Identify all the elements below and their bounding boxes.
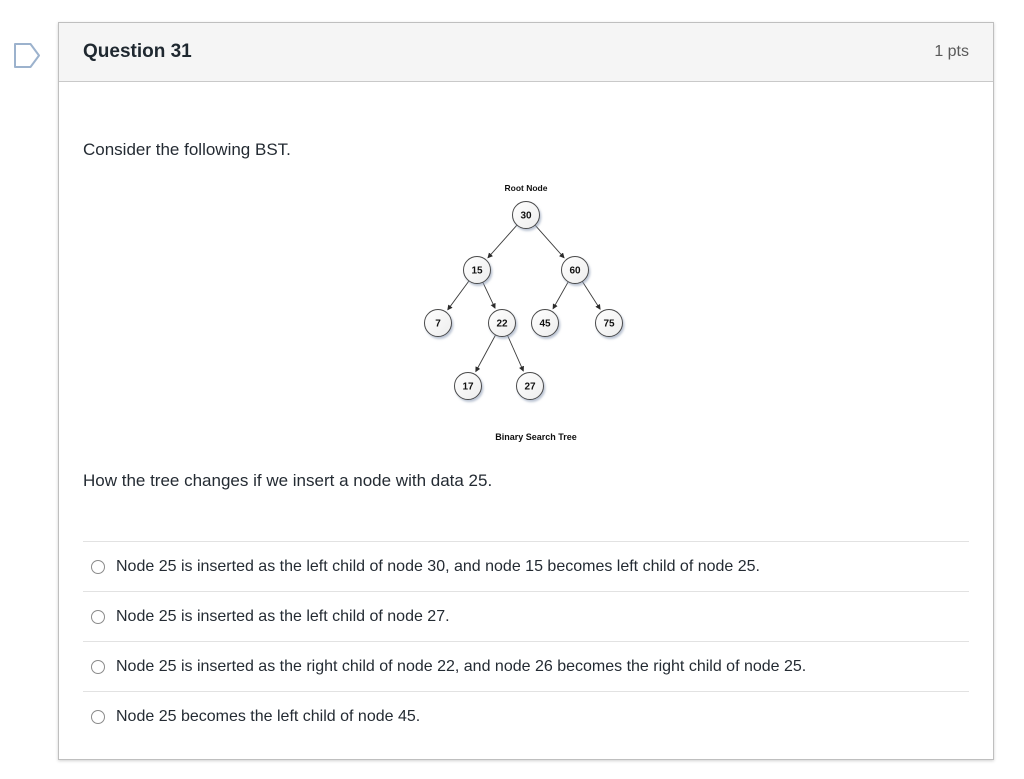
svg-text:22: 22 [496,319,508,330]
answer-option-3[interactable]: Node 25 is inserted as the right child o… [83,641,969,691]
svg-text:15: 15 [471,266,483,277]
svg-text:30: 30 [520,211,532,222]
question-body: Consider the following BST. Root Node 30… [59,138,993,741]
tree-node-45: 45 [531,309,559,337]
option-label: Node 25 is inserted as the left child of… [116,558,760,575]
option-radio[interactable] [91,559,105,574]
tree-node-27: 27 [516,372,544,400]
flag-icon [14,43,40,68]
tree-node-30: 30 [512,201,540,229]
option-label: Node 25 becomes the left child of node 4… [116,708,421,725]
svg-text:17: 17 [462,382,474,393]
question-points: 1 pts [934,43,969,60]
option-radio[interactable] [91,609,105,624]
answer-option-2[interactable]: Node 25 is inserted as the left child of… [83,591,969,641]
option-label: Node 25 is inserted as the left child of… [116,608,450,625]
tree-node-17: 17 [454,372,482,400]
option-radio[interactable] [91,659,105,674]
question-card: Question 31 1 pts Consider the following… [58,22,994,760]
tree-edge-15-22 [482,282,496,309]
tree-edge-30-15 [487,224,518,259]
answer-option-4[interactable]: Node 25 becomes the left child of node 4… [83,691,969,741]
svg-text:45: 45 [539,319,551,330]
tree-edge-30-60 [534,224,565,259]
bst-diagram: Root Node 30 15 60 7 22 45 75 17 27 Bin [424,183,623,442]
question-prompt-text: How the tree changes if we insert a node… [83,471,493,490]
bst-diagram-wrap: Root Node 30 15 60 7 22 45 75 17 27 Bin [396,178,656,455]
tree-edge-22-27 [507,335,524,372]
answer-options: Node 25 is inserted as the left child of… [83,541,969,741]
tree-top-label: Root Node [505,183,548,193]
tree-edge-60-45 [552,281,569,310]
svg-text:75: 75 [603,319,615,330]
question-title: Question 31 [83,41,192,62]
tree-node-75: 75 [595,309,623,337]
answer-option-1[interactable]: Node 25 is inserted as the left child of… [83,541,969,591]
tree-edge-60-75 [581,281,601,310]
tree-node-7: 7 [424,309,452,337]
svg-text:7: 7 [435,319,441,330]
option-label: Node 25 is inserted as the right child o… [116,658,807,675]
tree-node-60: 60 [561,256,589,284]
question-intro-text: Consider the following BST. [83,140,291,159]
tree-node-22: 22 [488,309,516,337]
tree-caption: Binary Search Tree [495,432,577,442]
tree-edge-22-17 [475,334,496,373]
svg-text:60: 60 [569,266,581,277]
tree-node-15: 15 [463,256,491,284]
question-header: Question 31 1 pts [59,23,993,82]
svg-text:27: 27 [524,382,536,393]
option-radio[interactable] [91,709,105,724]
tree-edge-15-7 [447,280,470,311]
flag-question-icon[interactable] [13,42,43,70]
